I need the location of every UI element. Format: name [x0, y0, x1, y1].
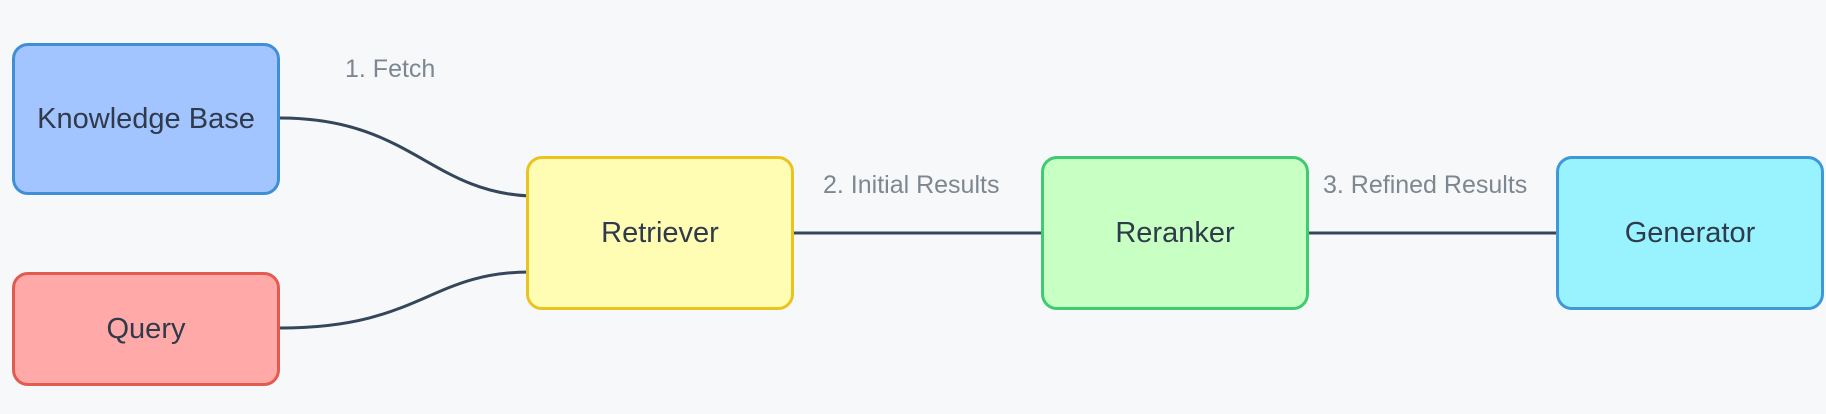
- node-retriever-label: Retriever: [601, 216, 719, 249]
- edge-label-refined-results: 3. Refined Results: [1323, 171, 1528, 199]
- node-knowledge-base-label: Knowledge Base: [37, 102, 255, 135]
- edge-query-to-retriever: [279, 270, 531, 330]
- edge-label-initial-results: 2. Initial Results: [823, 171, 1000, 199]
- edge-label-fetch: 1. Fetch: [345, 55, 436, 83]
- node-reranker: Reranker: [1041, 156, 1309, 310]
- node-query-label: Query: [106, 312, 186, 345]
- node-query: Query: [12, 272, 280, 386]
- edge-kb-to-retriever: [279, 116, 531, 198]
- node-reranker-label: Reranker: [1115, 216, 1235, 249]
- node-knowledge-base: Knowledge Base: [12, 43, 280, 195]
- node-generator: Generator: [1556, 156, 1824, 310]
- node-retriever: Retriever: [526, 156, 794, 310]
- node-generator-label: Generator: [1624, 216, 1756, 249]
